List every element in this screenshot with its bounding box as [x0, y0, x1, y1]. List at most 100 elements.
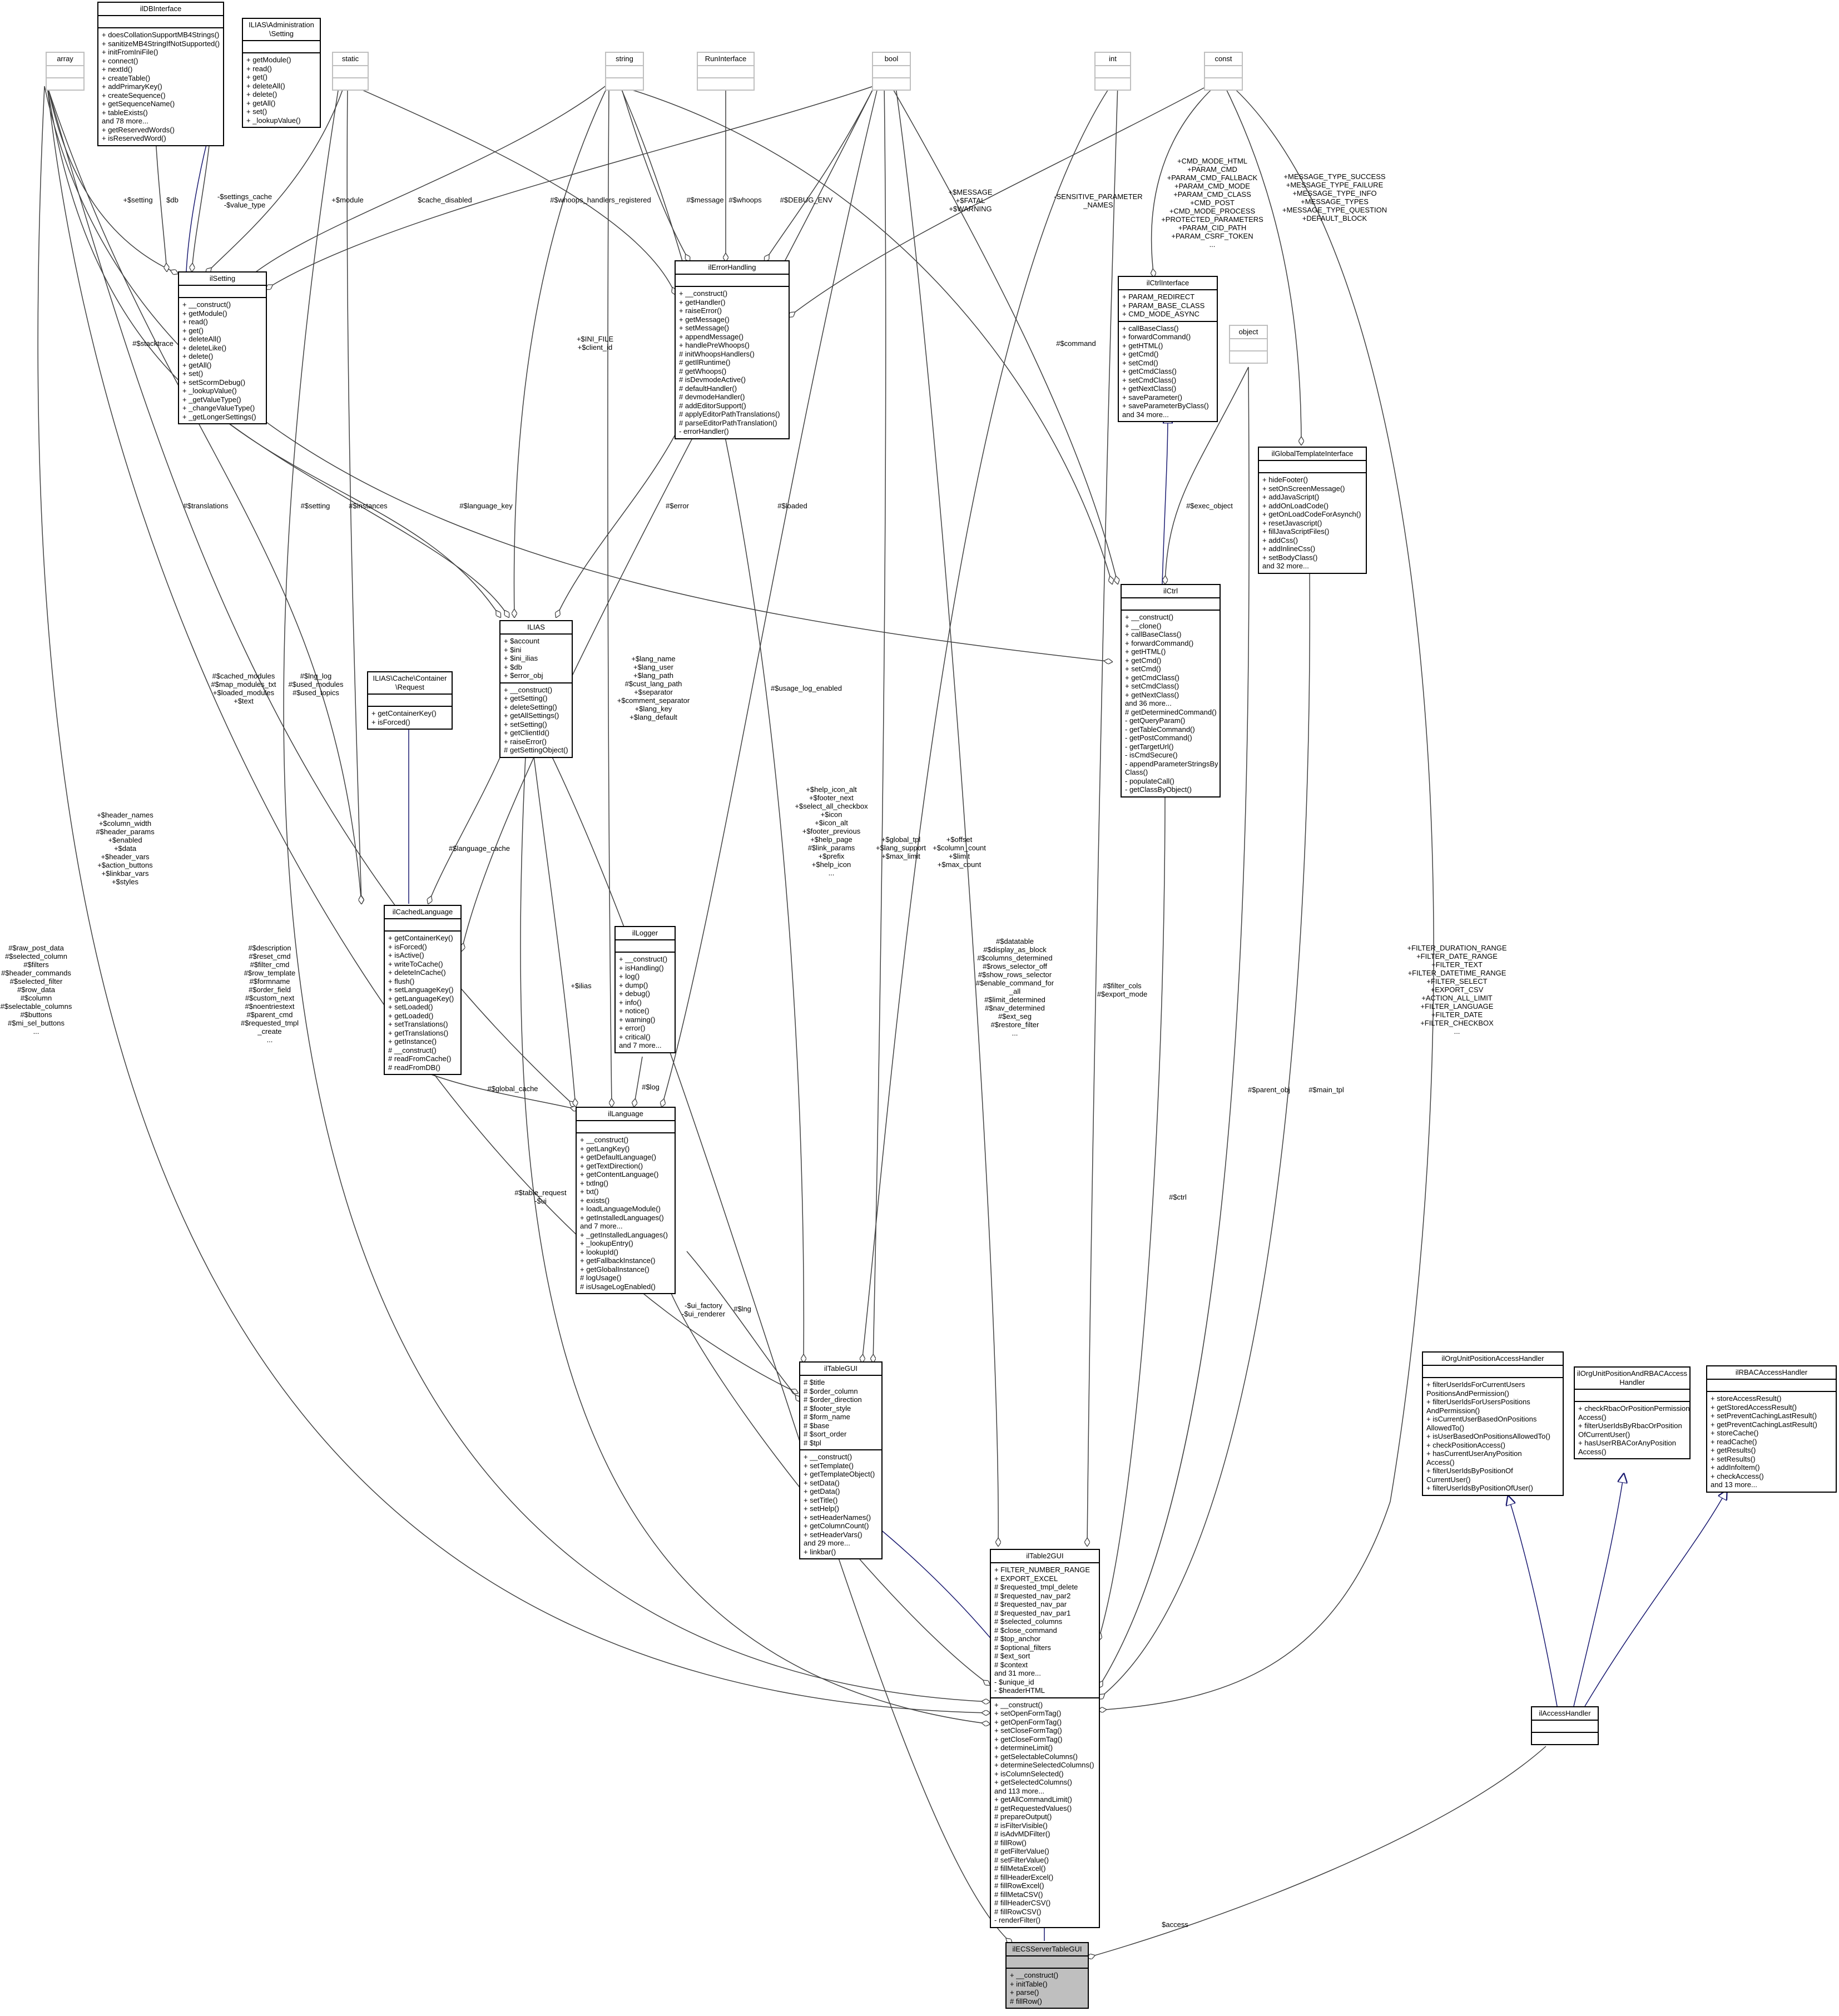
class-method: + __construct(): [994, 1700, 1043, 1709]
class-method: + getModule(): [182, 309, 227, 318]
class-method: + _lookupValue(): [246, 116, 301, 125]
class-iltablegui[interactable]: ilTableGUI # $title# $order_column# $ord…: [799, 1361, 883, 1559]
class-attributes: [368, 695, 452, 707]
class-method: + info(): [619, 998, 642, 1007]
class-method: + getContainerKey(): [371, 709, 437, 717]
class-method: + __construct(): [804, 1453, 852, 1461]
class-method: + getColumnCount(): [804, 1522, 869, 1530]
class-method: and 29 more...: [804, 1539, 850, 1547]
class-ilsetting[interactable]: ilSetting + __construct()+ getModule()+ …: [178, 271, 267, 424]
class-const[interactable]: const: [1204, 52, 1243, 91]
edge-setting-ilsetting: [192, 125, 212, 271]
class-illogger[interactable]: ilLogger + __construct()+ isHandling()+ …: [614, 926, 676, 1053]
class-method: Access(): [1426, 1458, 1455, 1467]
class-attributes: [698, 66, 754, 78]
class-ildbinterface[interactable]: ilDBInterface + doesCollationSupportMB4S…: [97, 2, 224, 146]
class-attributes: [243, 41, 320, 53]
class-methods: [1205, 78, 1242, 90]
class-attribute: + PARAM_REDIRECT: [1122, 293, 1195, 301]
class-method: + checkPositionAccess(): [1426, 1440, 1505, 1449]
edge-static-iltable2gui: [283, 83, 990, 1702]
class-method: # fillRow(): [994, 1838, 1027, 1847]
class-int[interactable]: int: [1094, 52, 1131, 91]
class-ilerrorhandling[interactable]: ilErrorHandling + __construct()+ getHand…: [675, 260, 790, 439]
class-method: + raiseError(): [504, 737, 547, 746]
class-method: + hideFooter(): [1262, 475, 1308, 484]
edge-bool-iltablegui: [873, 83, 886, 1363]
class-method: + setOpenFormTag(): [994, 1709, 1062, 1717]
class-ilrbacaccesshandler[interactable]: ilRBACAccessHandler + storeAccessResult(…: [1706, 1365, 1837, 1493]
class-ilglobaltemplateinterface[interactable]: ilGlobalTemplateInterface + hideFooter()…: [1258, 447, 1367, 574]
class-ilecsservertablegui[interactable]: ilECSServerTableGUI + __construct()+ ini…: [1005, 1942, 1089, 2009]
edge-label-ctrl: #$ctrl: [1169, 1193, 1187, 1201]
class-method: + setLanguageKey(): [388, 985, 454, 994]
class-ilaccesshandler[interactable]: ilAccessHandler: [1531, 1706, 1599, 1745]
class-ilias-administration-setting[interactable]: ILIAS\Administration \Setting + getModul…: [242, 18, 321, 128]
edge-label-filter-constants: +FILTER_DURATION_RANGE +FILTER_DATE_RANG…: [1407, 944, 1507, 1036]
class-ilctrl[interactable]: ilCtrl + __construct()+ __clone()+ callB…: [1121, 584, 1221, 798]
edge-ilerror-ilias: [556, 433, 676, 617]
class-method: OfCurrentUser(): [1578, 1430, 1630, 1439]
class-title: bool: [873, 53, 910, 66]
edge-label-main-tpl: #$main_tpl: [1308, 1086, 1344, 1094]
class-method: + txtlng(): [580, 1178, 608, 1187]
edge-label-setting-hash: #$setting: [300, 502, 330, 510]
class-method: # readFromCache(): [388, 1054, 452, 1063]
edge-bool-ilsetting: [266, 83, 882, 289]
class-method: + addInlineCss(): [1262, 544, 1316, 553]
class-ilcachedlanguage[interactable]: ilCachedLanguage + getContainerKey()+ is…: [384, 905, 462, 1075]
class-ilctrlinterface[interactable]: ilCtrlInterface + PARAM_REDIRECT+ PARAM_…: [1118, 276, 1218, 422]
class-attribute: + EXPORT_EXCEL: [994, 1574, 1058, 1583]
class-method: # applyEditorPathTranslations(): [679, 410, 780, 418]
class-method: + getAll(): [246, 98, 276, 107]
class-array[interactable]: array: [46, 52, 85, 91]
class-method: - getTableCommand(): [1125, 725, 1195, 734]
class-method: + addOnLoadCode(): [1262, 501, 1329, 510]
class-method: # fillHeaderExcel(): [994, 1873, 1054, 1881]
edge-label-sensitive: -SENSITIVE_PARAMETER _NAMES: [1054, 192, 1143, 209]
class-runinterface[interactable]: RunInterface: [697, 52, 755, 91]
class-method: + raiseError(): [679, 306, 722, 315]
class-method: + linkbar(): [804, 1547, 836, 1556]
class-ilias[interactable]: ILIAS + $account+ $ini+ $ini_ilias+ $db+…: [499, 620, 573, 758]
class-ilias-cache-request[interactable]: ILIAS\Cache\Container \Request + getCont…: [367, 671, 453, 730]
class-ilorgunitpositionandrbacaccesshandler[interactable]: ilOrgUnitPositionAndRBACAccess Handler +…: [1574, 1366, 1691, 1459]
class-method: Access(): [1578, 1447, 1607, 1456]
class-title: ILIAS: [500, 621, 572, 635]
edge-string-ilerror: [619, 83, 690, 261]
class-method: + getCmd(): [1125, 656, 1162, 665]
class-attribute: and 31 more...: [994, 1669, 1041, 1677]
class-string[interactable]: string: [605, 52, 644, 91]
class-methods: + getContainerKey()+ isForced(): [368, 707, 452, 729]
class-method: + setData(): [804, 1478, 840, 1487]
edge-illogger-illanguage: [634, 1056, 643, 1107]
class-method: + setCmdClass(): [1125, 682, 1179, 690]
class-method: + getOnLoadCodeForAsynch(): [1262, 510, 1361, 518]
class-method: + getPreventCachingLastResult(): [1711, 1420, 1817, 1429]
class-method: + setMessage(): [679, 324, 729, 332]
class-attribute: - $headerHTML: [994, 1686, 1045, 1695]
class-bool[interactable]: bool: [872, 52, 911, 91]
class-method: + getInstance(): [388, 1037, 437, 1046]
class-methods: + storeAccessResult()+ getStoredAccessRe…: [1707, 1392, 1836, 1492]
class-ilorgunitpositionaccesshandler[interactable]: ilOrgUnitPositionAccessHandler + filterU…: [1422, 1351, 1564, 1496]
class-method: - getPostCommand(): [1125, 734, 1192, 742]
edge-ilaccess-ilecs: [1087, 1746, 1546, 1958]
class-title: ILIAS\Cache\Container \Request: [368, 672, 452, 695]
edge-label-error: #$error: [666, 502, 689, 510]
class-method: # devmodeHandler(): [679, 393, 745, 401]
class-object[interactable]: object: [1229, 325, 1268, 364]
class-iltable2gui[interactable]: ilTable2GUI + FILTER_NUMBER_RANGE+ EXPOR…: [990, 1549, 1100, 1928]
class-method: and 78 more...: [102, 117, 148, 125]
class-method: + warning(): [619, 1015, 656, 1024]
class-method: + setHeaderNames(): [804, 1513, 871, 1522]
class-method: and 34 more...: [1122, 410, 1169, 419]
class-attribute: # $top_anchor: [994, 1634, 1041, 1643]
class-method: # setFilterValue(): [994, 1855, 1049, 1864]
class-title: static: [333, 53, 368, 66]
class-method: - renderFilter(): [994, 1916, 1041, 1924]
class-static[interactable]: static: [332, 52, 369, 91]
class-illanguage[interactable]: ilLanguage + __construct()+ getLangKey()…: [576, 1107, 676, 1294]
class-method: - getQueryParam(): [1125, 716, 1186, 725]
